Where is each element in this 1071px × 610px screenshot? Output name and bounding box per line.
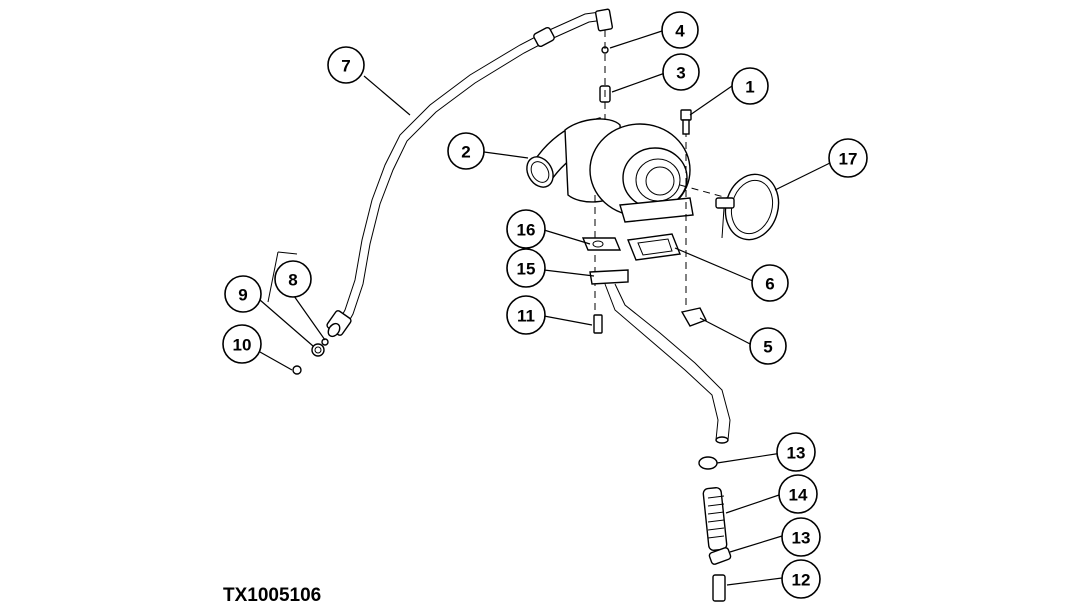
callout-7-label: 7 xyxy=(341,57,350,76)
callout-3-label: 3 xyxy=(676,64,685,83)
callout-4: 4 xyxy=(661,11,699,49)
callout-16: 16 xyxy=(506,209,546,249)
lock-plate xyxy=(680,307,707,327)
callout-8: 8 xyxy=(274,260,312,298)
callout-13-lower-label: 13 xyxy=(792,529,811,548)
callout-17-label: 17 xyxy=(839,150,858,169)
oil-supply-line xyxy=(326,8,614,338)
drain-cap-screw xyxy=(593,314,603,334)
callout-15-label: 15 xyxy=(517,260,536,279)
callout-10-label: 10 xyxy=(233,336,252,355)
callout-1-label: 1 xyxy=(745,78,754,97)
callout-13-upper: 13 xyxy=(776,432,816,472)
callout-4-label: 4 xyxy=(675,22,685,41)
callout-12: 12 xyxy=(781,559,821,599)
callout-11-label: 11 xyxy=(517,307,535,326)
callout-14: 14 xyxy=(778,474,818,514)
callout-6-label: 6 xyxy=(765,275,774,294)
callout-11: 11 xyxy=(506,295,546,335)
callout-17: 17 xyxy=(828,138,868,178)
callout-5: 5 xyxy=(749,327,787,365)
gaskets xyxy=(581,233,681,261)
callout-13-upper-label: 13 xyxy=(787,444,806,463)
v-band-clamp xyxy=(715,173,780,241)
callout-6: 6 xyxy=(751,264,789,302)
callout-15: 15 xyxy=(506,248,546,288)
callout-2: 2 xyxy=(447,132,485,170)
callout-5-label: 5 xyxy=(763,338,772,357)
callout-14-label: 14 xyxy=(789,486,808,505)
drain-hose-parts xyxy=(698,456,732,602)
oil-drain-tube xyxy=(589,269,731,444)
callout-9: 9 xyxy=(224,275,262,313)
fitting-parts xyxy=(267,251,329,375)
alignment-lines xyxy=(594,30,736,320)
leader-lines xyxy=(259,30,835,586)
callout-8-label: 8 xyxy=(288,271,297,290)
figure-id-label: TX1005106 xyxy=(223,585,322,606)
callout-3: 3 xyxy=(662,53,700,91)
callout-2-label: 2 xyxy=(461,143,470,162)
callout-9-label: 9 xyxy=(238,286,247,305)
callout-16-label: 16 xyxy=(517,221,536,240)
callout-13-lower: 13 xyxy=(781,517,821,557)
callout-1: 1 xyxy=(731,67,769,105)
callout-7: 7 xyxy=(327,46,365,84)
callout-12-label: 12 xyxy=(792,571,811,590)
callout-10: 10 xyxy=(222,324,262,364)
cap-screw xyxy=(680,109,692,135)
turbocharger xyxy=(526,46,694,223)
